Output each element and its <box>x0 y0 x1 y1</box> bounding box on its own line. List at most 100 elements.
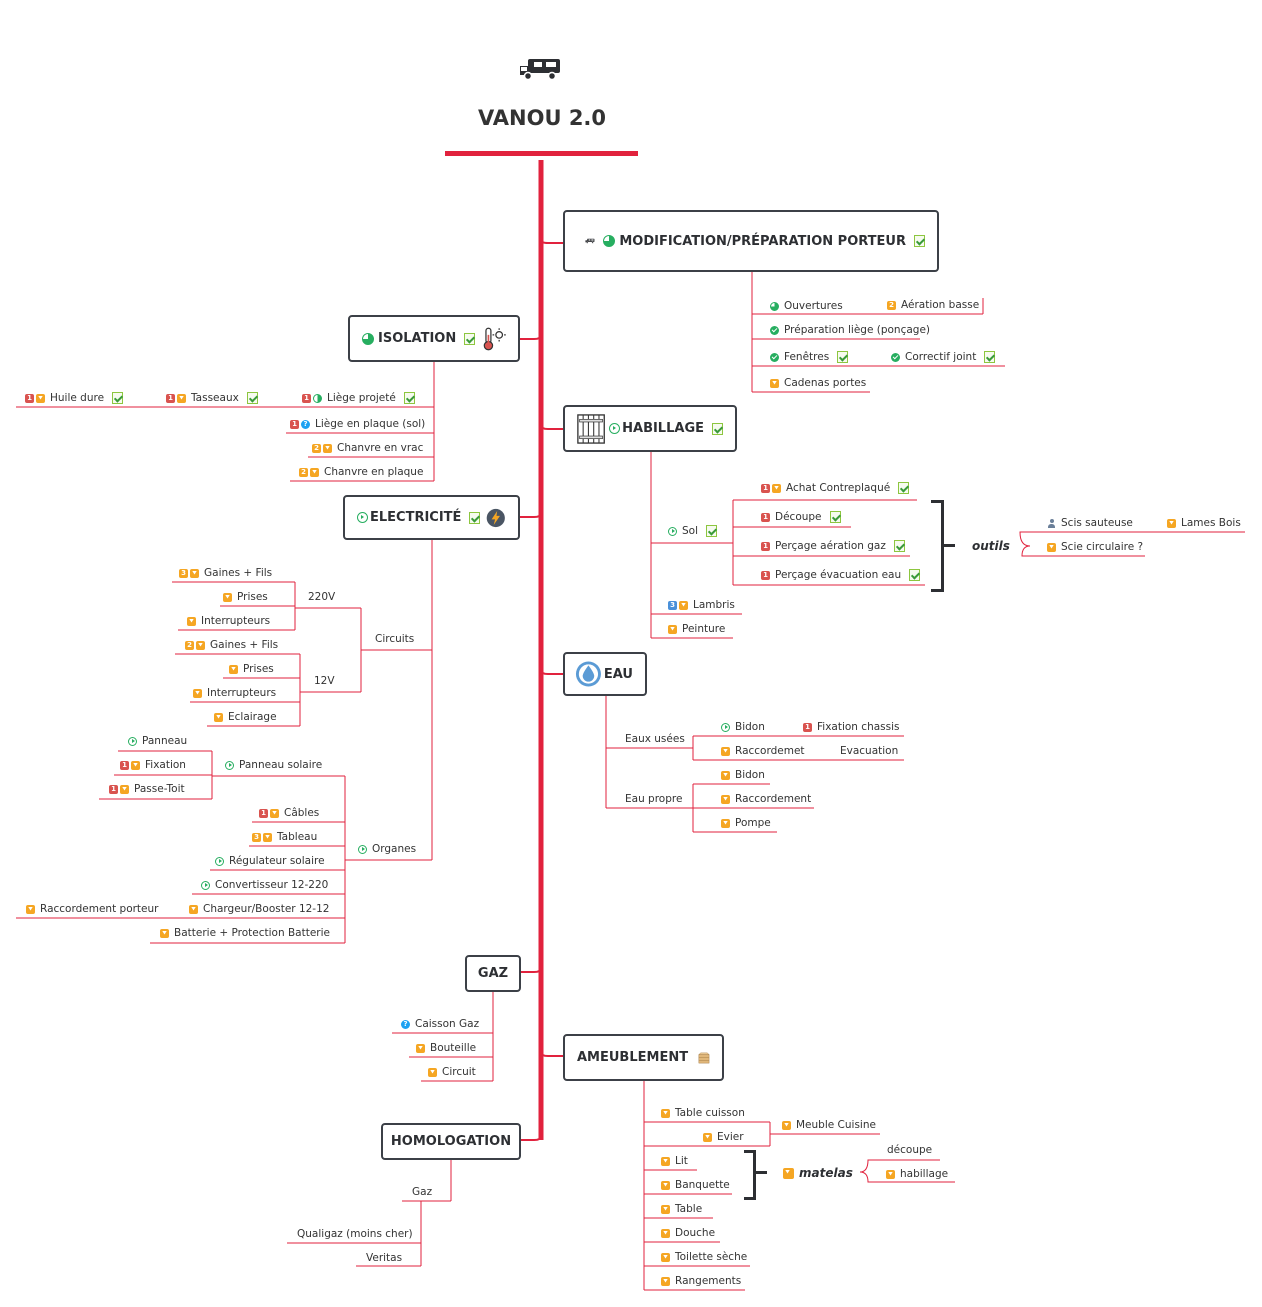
node-circuit-gaz[interactable]: Circuit <box>428 1064 476 1080</box>
node-interrupteurs-220[interactable]: Interrupteurs <box>187 613 270 629</box>
node-raccordement-porteur[interactable]: Raccordement porteur <box>26 901 158 917</box>
node-scie-circulaire[interactable]: Scie circulaire ? <box>1047 539 1143 555</box>
node-220v[interactable]: 220V <box>308 591 336 603</box>
topic-electricite[interactable]: ELECTRICITÉ <box>343 495 520 540</box>
node-correctif-joint[interactable]: Correctif joint <box>891 349 996 365</box>
topic-modification[interactable]: MODIFICATION/PRÉPARATION PORTEUR <box>563 210 939 272</box>
node-circuits[interactable]: Circuits <box>375 633 415 645</box>
node-caisson-gaz[interactable]: ?Caisson Gaz <box>401 1016 479 1032</box>
node-raccordemet[interactable]: Raccordemet <box>721 743 805 759</box>
summary-outils[interactable]: outils <box>972 539 1010 553</box>
node-eau-propre[interactable]: Eau propre <box>625 793 683 805</box>
node-organes[interactable]: Organes <box>358 841 416 857</box>
flag-icon <box>783 1167 794 1179</box>
node-douche[interactable]: Douche <box>661 1225 715 1241</box>
topic-label: GAZ <box>477 966 509 981</box>
node-evacuation[interactable]: Evacuation <box>840 745 899 757</box>
summary-matelas[interactable]: matelas <box>783 1165 853 1181</box>
node-banquette[interactable]: Banquette <box>661 1177 730 1193</box>
node-chargeur[interactable]: Chargeur/Booster 12-12 <box>189 901 329 917</box>
node-12v[interactable]: 12V <box>314 675 335 687</box>
node-cadenas[interactable]: Cadenas portes <box>770 375 866 391</box>
node-liege-plaque[interactable]: 1?Liège en plaque (sol) <box>290 416 425 432</box>
node-gaz-homologation[interactable]: Gaz <box>412 1186 433 1198</box>
van-icon <box>585 238 595 244</box>
node-prises-220[interactable]: Prises <box>223 589 268 605</box>
progress-icon <box>313 393 322 403</box>
task-done-icon <box>837 351 849 363</box>
crate-icon <box>698 1052 710 1063</box>
node-interrupteurs-12[interactable]: Interrupteurs <box>193 685 276 701</box>
flag-icon <box>36 393 45 403</box>
node-ouvertures[interactable]: Ouvertures <box>770 298 843 314</box>
check-icon <box>770 325 779 335</box>
node-rangements[interactable]: Rangements <box>661 1273 741 1289</box>
node-pompe[interactable]: Pompe <box>721 815 771 831</box>
topic-ameublement[interactable]: AMEUBLEMENT <box>563 1034 724 1081</box>
node-panneau-solaire[interactable]: Panneau solaire <box>225 757 322 773</box>
root-title[interactable]: VANOU 2.0 <box>477 106 607 130</box>
node-preparation-liege[interactable]: Préparation liège (ponçage) <box>770 322 930 338</box>
node-habillage-matelas[interactable]: habillage <box>886 1166 948 1182</box>
topic-habillage[interactable]: HABILLAGE <box>563 405 737 452</box>
node-bidon-propre[interactable]: Bidon <box>721 767 765 783</box>
topic-homologation[interactable]: HOMOLOGATION <box>381 1123 521 1160</box>
topic-eau[interactable]: EAU <box>563 652 647 696</box>
node-scie-sauteuse[interactable]: Scis sauteuse <box>1047 515 1133 531</box>
node-eaux-usees[interactable]: Eaux usées <box>625 733 685 745</box>
flag-icon <box>661 1228 670 1238</box>
node-sol[interactable]: Sol <box>668 523 718 539</box>
priority-icon: 3 <box>252 832 261 842</box>
node-evier[interactable]: Evier <box>703 1129 744 1145</box>
priority-icon: 2 <box>312 443 321 453</box>
node-lit[interactable]: Lit <box>661 1153 688 1169</box>
node-veritas[interactable]: Veritas <box>366 1252 403 1264</box>
node-bouteille[interactable]: Bouteille <box>416 1040 476 1056</box>
flag-icon <box>721 818 730 828</box>
node-raccordement-eau[interactable]: Raccordement <box>721 791 811 807</box>
node-lames-bois[interactable]: Lames Bois <box>1167 515 1241 531</box>
node-qualigaz[interactable]: Qualigaz (moins cher) <box>297 1228 413 1240</box>
node-panneau[interactable]: Panneau <box>128 733 187 749</box>
node-peinture[interactable]: Peinture <box>668 621 725 637</box>
flag-icon <box>26 904 35 914</box>
task-done-icon <box>464 332 476 345</box>
topic-isolation[interactable]: ISOLATION <box>348 315 520 362</box>
node-toilette[interactable]: Toilette sèche <box>661 1249 747 1265</box>
topic-gaz[interactable]: GAZ <box>465 955 521 992</box>
node-table-cuisson[interactable]: Table cuisson <box>661 1105 745 1121</box>
flag-icon <box>196 640 205 650</box>
node-eclairage[interactable]: Eclairage <box>214 709 277 725</box>
summary-bracket-matelas <box>744 1150 756 1200</box>
node-meuble-cuisine[interactable]: Meuble Cuisine <box>782 1117 876 1133</box>
priority-icon: 1 <box>302 393 311 403</box>
node-decoupe-matelas[interactable]: découpe <box>887 1144 933 1156</box>
node-fenetres[interactable]: Fenêtres <box>770 349 849 365</box>
node-bidon-usees[interactable]: Bidon <box>721 719 765 735</box>
node-table[interactable]: Table <box>661 1201 702 1217</box>
node-regulateur[interactable]: Régulateur solaire <box>215 853 325 869</box>
priority-icon: 1 <box>803 722 812 732</box>
node-convertisseur[interactable]: Convertisseur 12-220 <box>201 877 328 893</box>
priority-icon: 3 <box>668 600 677 610</box>
node-batterie[interactable]: Batterie + Protection Batterie <box>160 925 330 941</box>
node-prises-12[interactable]: Prises <box>229 661 274 677</box>
